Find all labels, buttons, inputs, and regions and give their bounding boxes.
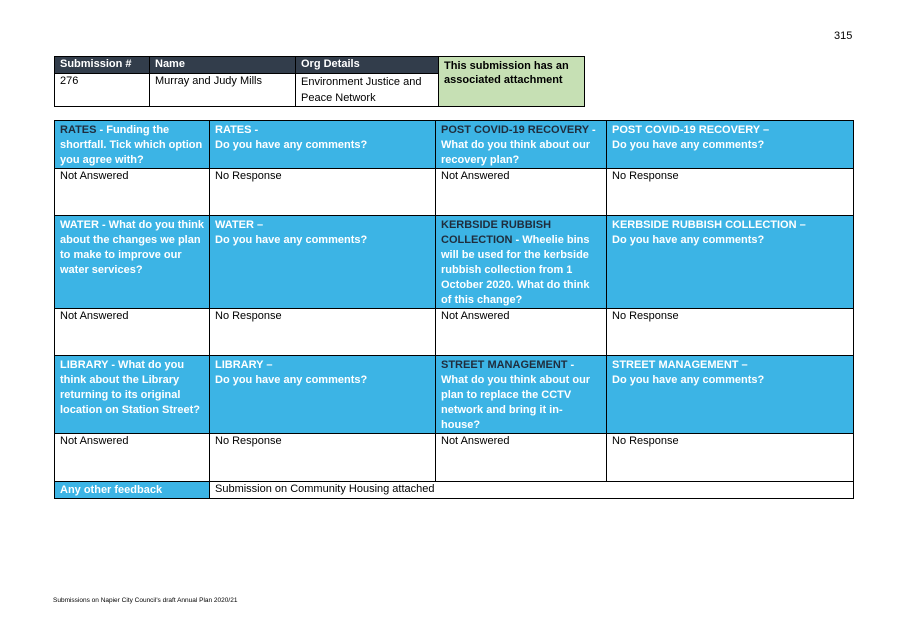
answer-cell: Not Answered — [54, 433, 210, 482]
question-row: LIBRARY - What do you think about the Li… — [54, 355, 854, 434]
answer-cell: No Response — [209, 308, 436, 356]
submission-info-value-row: 276 Murray and Judy Mills Environment Ju… — [54, 73, 585, 107]
answer-cell: No Response — [606, 308, 854, 356]
name-header: Name — [149, 56, 296, 74]
question-row: WATER - What do you think about the chan… — [54, 215, 854, 309]
answer-cell: No Response — [606, 433, 854, 482]
submission-number-header: Submission # — [54, 56, 150, 74]
kerbside-comments-question: KERBSIDE RUBBISH COLLECTION –Do you have… — [606, 215, 854, 309]
submission-number-value: 276 — [54, 73, 150, 107]
answer-cell: Not Answered — [435, 308, 607, 356]
submission-info-header-row: Submission # Name Org Details This submi… — [54, 56, 585, 107]
rates-question: RATES - Funding the shortfall. Tick whic… — [54, 120, 210, 169]
water-question: WATER - What do you think about the chan… — [54, 215, 210, 309]
page-number: 315 — [834, 30, 853, 42]
other-feedback-label: Any other feedback — [54, 481, 210, 499]
rates-comments-question: RATES -Do you have any comments? — [209, 120, 436, 169]
rates-key: RATES — [60, 124, 97, 136]
questions-table: RATES - Funding the shortfall. Tick whic… — [54, 120, 854, 499]
covid-comments-question: POST COVID-19 RECOVERY –Do you have any … — [606, 120, 854, 169]
kerbside-question: KERBSIDE RUBBISH COLLECTION - Wheelie bi… — [435, 215, 607, 309]
org-details-header: Org Details — [295, 56, 439, 74]
answer-cell: No Response — [209, 168, 436, 216]
street-management-question: STREET MANAGEMENT - What do you think ab… — [435, 355, 607, 434]
library-comments-question: LIBRARY –Do you have any comments? — [209, 355, 436, 434]
answer-cell: Not Answered — [54, 308, 210, 356]
water-key: WATER — [60, 219, 99, 231]
covid-key: POST COVID-19 RECOVERY — [441, 124, 589, 136]
other-feedback-value: Submission on Community Housing attached — [209, 481, 854, 499]
answer-cell: Not Answered — [435, 433, 607, 482]
page-footer: Submissions on Napier City Council's dra… — [53, 597, 238, 604]
library-question: LIBRARY - What do you think about the Li… — [54, 355, 210, 434]
street-management-key: STREET MANAGEMENT — [441, 359, 568, 371]
other-feedback-row: Any other feedback Submission on Communi… — [54, 481, 854, 499]
org-details-value: Environment Justice and Peace Network — [295, 73, 439, 107]
kerbside-key: KERBSIDE RUBBISH COLLECTION — [441, 219, 552, 246]
attachment-note: This submission has an associated attach… — [438, 56, 585, 107]
water-comments-question: WATER –Do you have any comments? — [209, 215, 436, 309]
covid-question: POST COVID-19 RECOVERY - What do you thi… — [435, 120, 607, 169]
answer-cell: Not Answered — [54, 168, 210, 216]
answer-row: Not Answered No Response Not Answered No… — [54, 168, 854, 216]
answer-row: Not Answered No Response Not Answered No… — [54, 433, 854, 482]
answer-cell: No Response — [209, 433, 436, 482]
answer-cell: No Response — [606, 168, 854, 216]
submission-info-table: Submission # Name Org Details This submi… — [54, 56, 585, 107]
answer-cell: Not Answered — [435, 168, 607, 216]
library-key: LIBRARY — [60, 359, 109, 371]
name-value: Murray and Judy Mills — [149, 73, 296, 107]
answer-row: Not Answered No Response Not Answered No… — [54, 308, 854, 356]
question-row: RATES - Funding the shortfall. Tick whic… — [54, 120, 854, 169]
street-management-comments-question: STREET MANAGEMENT –Do you have any comme… — [606, 355, 854, 434]
